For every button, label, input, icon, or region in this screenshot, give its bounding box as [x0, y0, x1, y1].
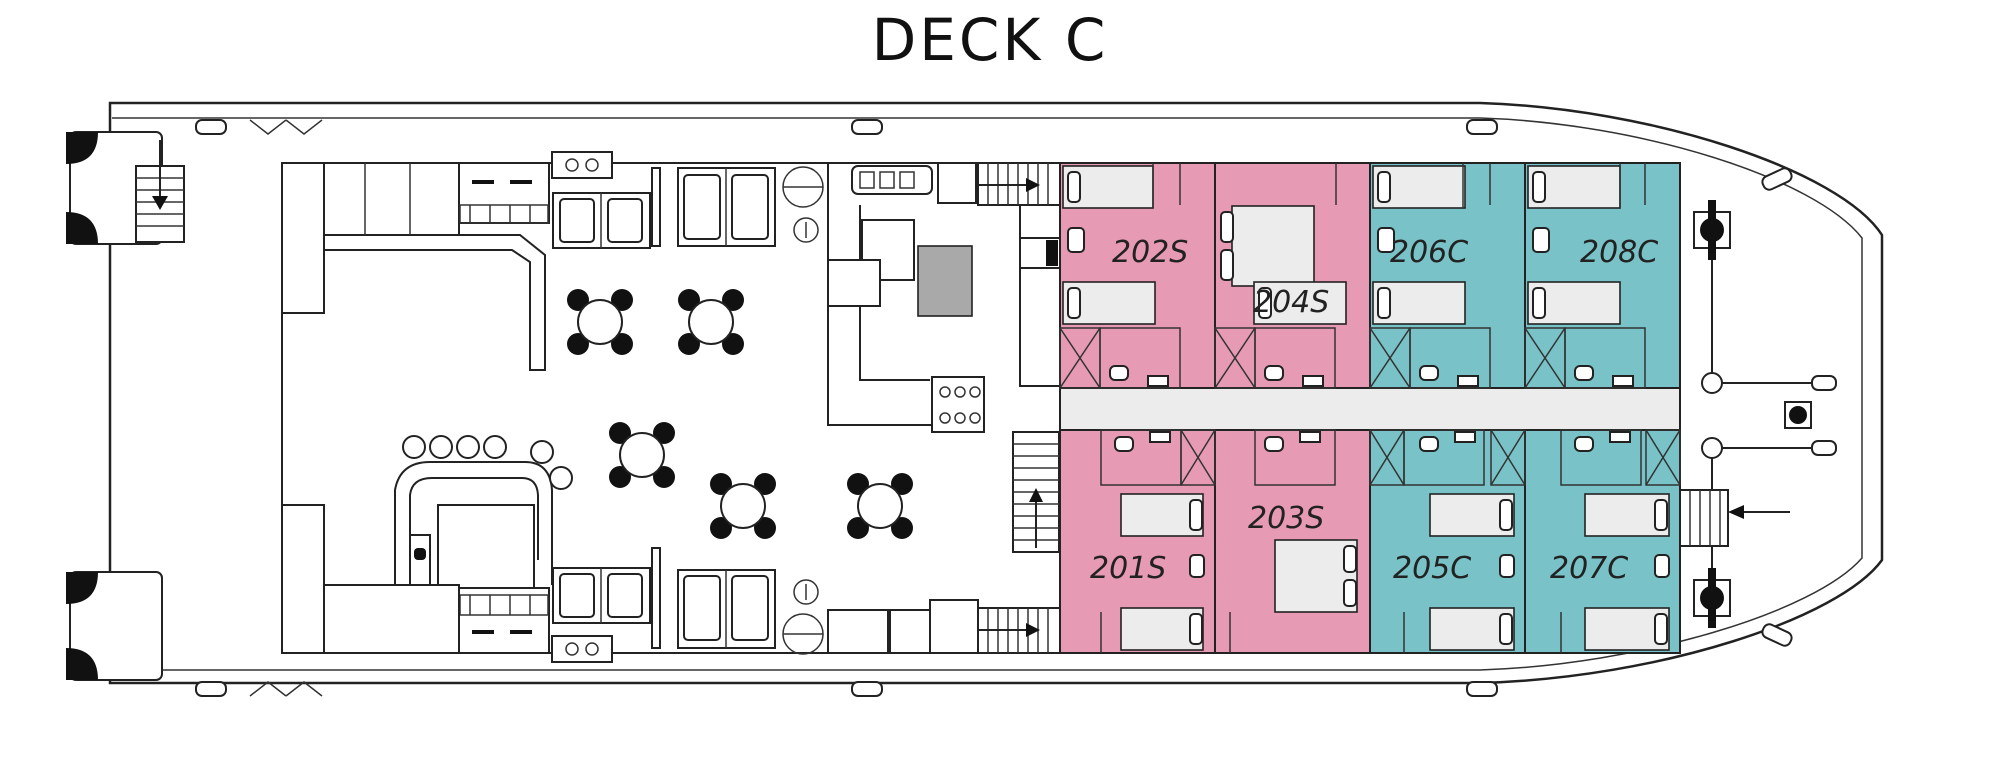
cabin-label-203s: 203S: [1248, 501, 1324, 536]
nightstands: [1067, 227, 1670, 578]
stern-platform: [69, 571, 163, 681]
aft-wall-block: [281, 504, 325, 654]
bar-cabinets: [323, 162, 460, 236]
bar-counter: [324, 234, 546, 371]
sink-unit-marks: [472, 180, 532, 184]
hull-inner-line: [112, 117, 1863, 671]
stern-bumper: [66, 648, 98, 680]
bar-stools: [402, 435, 573, 490]
life-ring-marks: [249, 119, 323, 697]
bow-fittings: [1701, 372, 1837, 459]
cleats: [195, 119, 1793, 697]
bar-inner-block: [437, 504, 535, 590]
stove-icon: [551, 151, 613, 663]
galley-equipment: [917, 245, 973, 317]
cabin-label-207c: 207C: [1550, 551, 1628, 586]
stern-bumper: [66, 212, 98, 244]
galley-cooktop-burners: [939, 386, 981, 424]
galley-counter: [937, 162, 977, 204]
round-side-tables: [782, 166, 824, 655]
deck-plan: 202S 204S 206C 208C 203S 201S 205C 207C: [66, 101, 1884, 697]
sink-unit-hatch: [459, 204, 549, 224]
lower-cabinets: [827, 599, 979, 654]
anchor-winch-icon: [1693, 200, 1731, 628]
stairs-middle: [1012, 431, 1060, 553]
divider-walls: [651, 167, 661, 649]
dining-tables: [567, 289, 913, 539]
electrical-panel: [1046, 240, 1058, 266]
sofa-seating: [552, 167, 776, 649]
pillows: [1067, 171, 1668, 645]
sink-unit: [458, 587, 550, 654]
stern-bumper: [66, 572, 98, 604]
stairs-down-arrow-head: [152, 196, 168, 210]
sink-unit-marks: [472, 630, 532, 634]
sink-unit-hatch: [459, 594, 549, 616]
cabin-label-202s: 202S: [1112, 235, 1188, 270]
bow-capstan: [1784, 401, 1812, 429]
cabin-label-208c: 208C: [1580, 235, 1658, 270]
stairs-bottom: [976, 607, 1061, 654]
cabin-label-205c: 205C: [1393, 551, 1471, 586]
deck-title: DECK C: [871, 6, 1109, 74]
cabin-label-201s: 201S: [1090, 551, 1166, 586]
aft-pantry: [323, 584, 460, 654]
galley-block: [827, 259, 881, 307]
bar-counter-inner: [409, 477, 539, 585]
bar-fridge-handle: [414, 548, 426, 560]
bar-cabinet-dividers: [364, 163, 411, 235]
bow-stairs: [1679, 489, 1790, 547]
galley-stove-burners: [859, 171, 915, 189]
sink-unit: [458, 162, 550, 224]
cabin-bathrooms: [1059, 327, 1681, 486]
stairs-top: [976, 162, 1061, 206]
cabin-label-206c: 206C: [1390, 235, 1468, 270]
cabin-corridor: [1059, 387, 1681, 431]
stern-bumper: [66, 132, 98, 164]
aft-wall-block: [281, 162, 325, 314]
galley-cooktop: [931, 376, 985, 433]
galley-stove: [851, 165, 933, 195]
cabin-label-204s: 204S: [1253, 285, 1329, 320]
cabin-closets: [1100, 163, 1646, 653]
